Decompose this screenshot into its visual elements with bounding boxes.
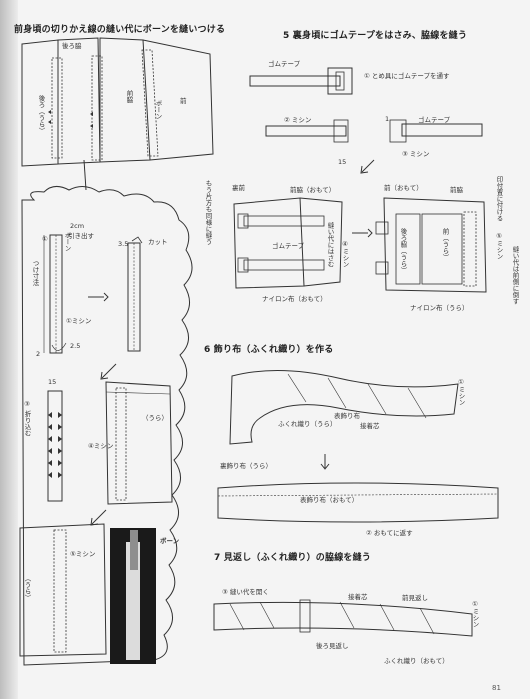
label-mae-mikaeshi: 前見返し <box>402 594 428 602</box>
heading-section-7: 7 見返し（ふくれ織り）の脇線を縫う <box>214 553 371 563</box>
label-bone-photo: ボーン <box>160 537 180 545</box>
detail-bubble <box>21 159 193 666</box>
gomu-tomegane-diagram <box>249 67 353 95</box>
sewn-panel-diagram <box>105 381 173 505</box>
label-fukure-omote: ふくれ織り（おもて） <box>384 657 449 665</box>
label-sew5b: ⑤ミシン <box>495 232 503 260</box>
label-fold: ③ 折り込む <box>23 400 31 437</box>
label-sew2-5: ② ミシン <box>284 116 312 124</box>
label-ushiro-waki: 後ろ脇 <box>62 42 82 50</box>
final-panel-diagram <box>19 523 107 657</box>
label-gomu2: ゴムテープ <box>418 116 451 124</box>
gomu-sewn-diagram <box>265 119 349 143</box>
label-35: 3.5 <box>118 240 129 248</box>
label-n25: 2.5 <box>70 342 81 350</box>
bone-step1-diagram <box>43 234 67 354</box>
label-secchaku2: 接着芯 <box>348 593 368 601</box>
kazari-fold-diagram <box>229 369 459 445</box>
arrow-right-1 <box>88 292 109 302</box>
label-omote-kazari2: 表飾り布（おもて） <box>300 496 359 504</box>
label-ura-kazari: 裏飾り布（うら） <box>220 462 272 470</box>
label-omote-kazari: 表飾り布 <box>334 412 360 420</box>
bone-fold-diagram <box>47 390 63 502</box>
label-maewaki-omote: 前脇（おもて） <box>290 186 336 194</box>
label-shirushi: 印付置に付ける <box>495 176 503 222</box>
label-ushiro-mikaeshi: 後ろ見返し <box>316 642 349 650</box>
arrow-right-2 <box>352 228 373 238</box>
heading-section-5: 5 裏身頃にゴムテープをはさみ、脇線を縫う <box>283 31 468 41</box>
label-secchakushin: 接着芯 <box>360 422 380 430</box>
label-mae: 前 <box>180 97 187 105</box>
label-ura: （うら） <box>142 414 168 422</box>
label-n1: 1 <box>385 115 390 123</box>
arrow-down-left-3 <box>360 159 375 174</box>
label-sew-5: ⑤ミシン <box>70 550 96 558</box>
bone-strip-highlight <box>130 530 138 570</box>
label-finished-size: つけ寸法 <box>31 260 39 286</box>
label-ushiro-waki-ura: 後ろ脇（うら） <box>399 228 407 274</box>
label-bone-2: ボーン <box>63 232 71 252</box>
label-mae-omote: 前（おもて） <box>384 184 423 192</box>
binding-shadow <box>0 0 18 699</box>
bone-photo <box>110 528 156 664</box>
label-sew-v: ④ミシン <box>341 240 349 268</box>
heading-section-6: 6 飾り布（ふくれ織り）を作る <box>204 345 334 355</box>
heading-section-4: 前身頃の切りかえ線の縫い代にボーンを縫いつける <box>14 25 226 35</box>
label-nylon-omote: ナイロン布（おもて） <box>262 295 327 303</box>
page-number: 81 <box>492 684 501 692</box>
label-return-omote: ② おもてに返す <box>366 529 413 537</box>
label-nuishiro-mae: 縫い代は前側に倒す <box>511 246 519 305</box>
label-tomegane: ① とめ具にゴムテープを通す <box>364 72 450 80</box>
label-bone: ボーン <box>154 100 162 120</box>
gomu-folded-diagram <box>389 119 483 143</box>
label-ura-2: （うら） <box>23 575 31 601</box>
label-nylon-ura: ナイロン布（うら） <box>410 304 469 312</box>
label-2cm: 2cm <box>70 222 85 230</box>
label-gomu: ゴムテープ <box>268 60 301 68</box>
arrow-down-left-1 <box>100 363 117 380</box>
label-fukure-ura: ふくれ織り（うら） <box>278 420 337 428</box>
label-mae-waki: 前脇 <box>125 90 133 103</box>
side-seam-left-diagram <box>233 197 343 289</box>
label-sew3: ③ ミシン <box>402 150 430 158</box>
side-seam-right-diagram <box>375 197 487 293</box>
bone-strip <box>126 542 140 660</box>
label-sew-1d: ①ミシン <box>471 600 479 628</box>
label-gomu3: ゴムテープ <box>272 242 305 250</box>
mikaeshi-diagram <box>213 599 473 637</box>
label-ushiro: 後ろ（うら） <box>37 95 45 134</box>
label-sew-4: ④ミシン <box>88 442 114 450</box>
label-n15b: 15 <box>338 158 347 166</box>
arrow-down-1 <box>320 454 330 470</box>
label-uramae: 裏前 <box>232 184 245 192</box>
label-sew-1: ①ミシン <box>66 317 92 325</box>
label-nuishiro-hiraku: ③ 縫い代を開く <box>222 588 269 596</box>
kazari-finished-diagram <box>217 482 499 523</box>
label-mae-ura: 前（うら） <box>441 228 449 261</box>
label-step1-a: ① <box>42 235 48 243</box>
label-nui-hasamu: 縫い代にはさむ <box>326 222 334 268</box>
label-hikidashi: 引き出す <box>68 232 94 240</box>
bone-cut-diagram <box>127 236 143 352</box>
label-sew-1c: ①ミシン <box>457 378 465 406</box>
label-maewaki2: 前脇 <box>450 186 463 194</box>
label-n15: 15 <box>48 378 57 386</box>
label-cut: カット <box>148 238 168 246</box>
bodice-panels-diagram <box>21 37 214 167</box>
label-n2: 2 <box>36 350 41 358</box>
label-mouhoumo: もう片方も同様に縫う <box>204 180 212 245</box>
